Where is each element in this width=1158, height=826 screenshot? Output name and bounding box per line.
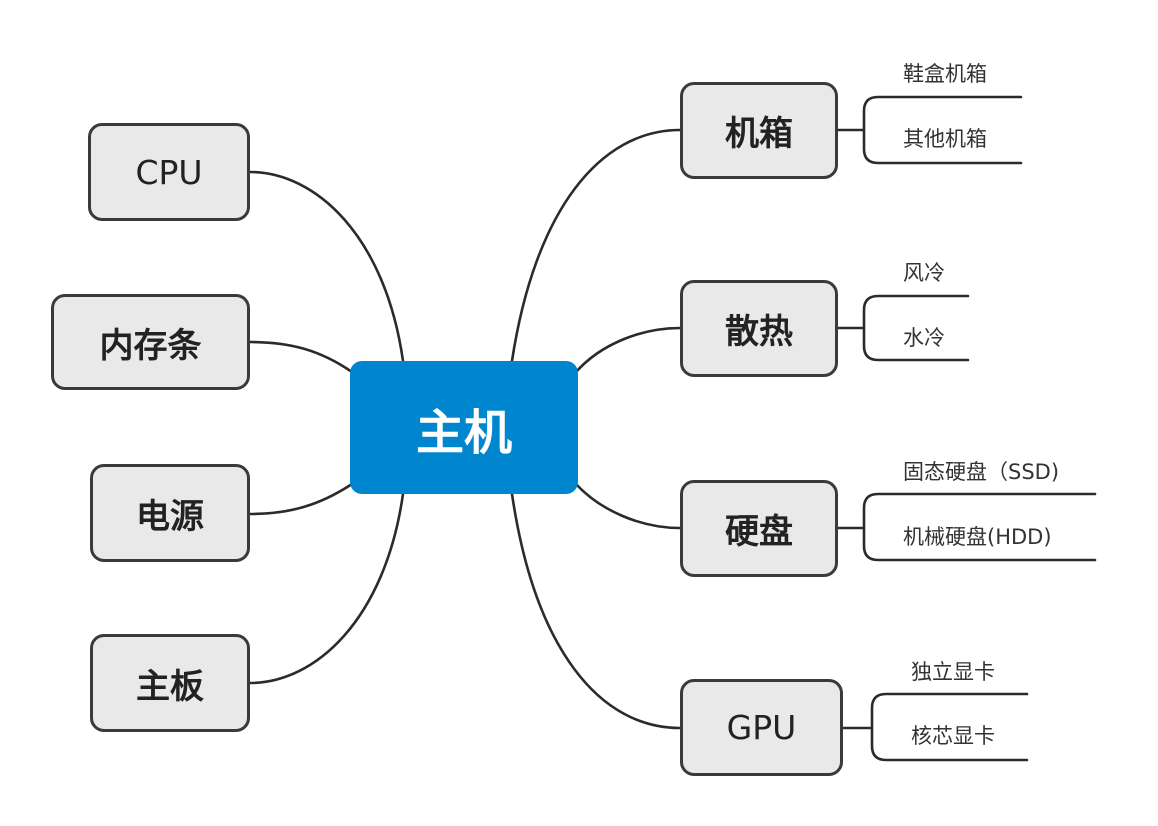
- node-motherboard[interactable]: 主板: [90, 634, 250, 732]
- node-gpu-label: GPU: [726, 708, 797, 747]
- leaf-other-case[interactable]: 其他机箱: [903, 127, 987, 151]
- leaf-water-cooling[interactable]: 水冷: [903, 326, 945, 350]
- connector-motherboard: [248, 492, 405, 685]
- connector-gpu: [510, 492, 682, 730]
- node-cooling[interactable]: 散热: [680, 280, 838, 377]
- connector-storage: [574, 482, 682, 530]
- node-storage-label: 硬盘: [725, 512, 793, 552]
- connector-cooling-bracket: [836, 294, 970, 362]
- node-cpu-label: CPU: [135, 152, 203, 192]
- leaf-shoebox-case[interactable]: 鞋盒机箱: [903, 62, 987, 86]
- node-power[interactable]: 电源: [90, 464, 250, 562]
- node-case-label: 机箱: [725, 114, 793, 154]
- connector-gpu-bracket: [841, 692, 1029, 762]
- node-gpu[interactable]: GPU: [680, 679, 843, 776]
- leaf-integrated-gpu[interactable]: 核芯显卡: [911, 724, 995, 748]
- node-case[interactable]: 机箱: [680, 82, 838, 179]
- leaf-hdd[interactable]: 机械硬盘(HDD): [903, 525, 1052, 549]
- leaf-ssd[interactable]: 固态硬盘（SSD): [903, 460, 1060, 484]
- node-cpu[interactable]: CPU: [88, 123, 250, 221]
- node-memory[interactable]: 内存条: [51, 294, 250, 390]
- connector-cpu: [248, 170, 405, 363]
- center-node[interactable]: 主机: [350, 361, 578, 494]
- center-node-label: 主机: [415, 404, 512, 461]
- node-storage[interactable]: 硬盘: [680, 480, 838, 577]
- connector-power: [248, 482, 354, 516]
- connector-cooling: [574, 326, 682, 374]
- node-motherboard-label: 主板: [136, 666, 204, 707]
- connector-case: [510, 128, 682, 363]
- connector-storage-bracket: [836, 492, 1097, 562]
- connector-memory: [248, 340, 354, 374]
- leaf-dedicated-gpu[interactable]: 独立显卡: [911, 660, 995, 684]
- connector-case-bracket: [836, 95, 1023, 165]
- leaf-air-cooling[interactable]: 风冷: [903, 261, 945, 285]
- node-cooling-label: 散热: [725, 312, 793, 352]
- node-memory-label: 内存条: [99, 325, 202, 366]
- node-power-label: 电源: [136, 496, 204, 537]
